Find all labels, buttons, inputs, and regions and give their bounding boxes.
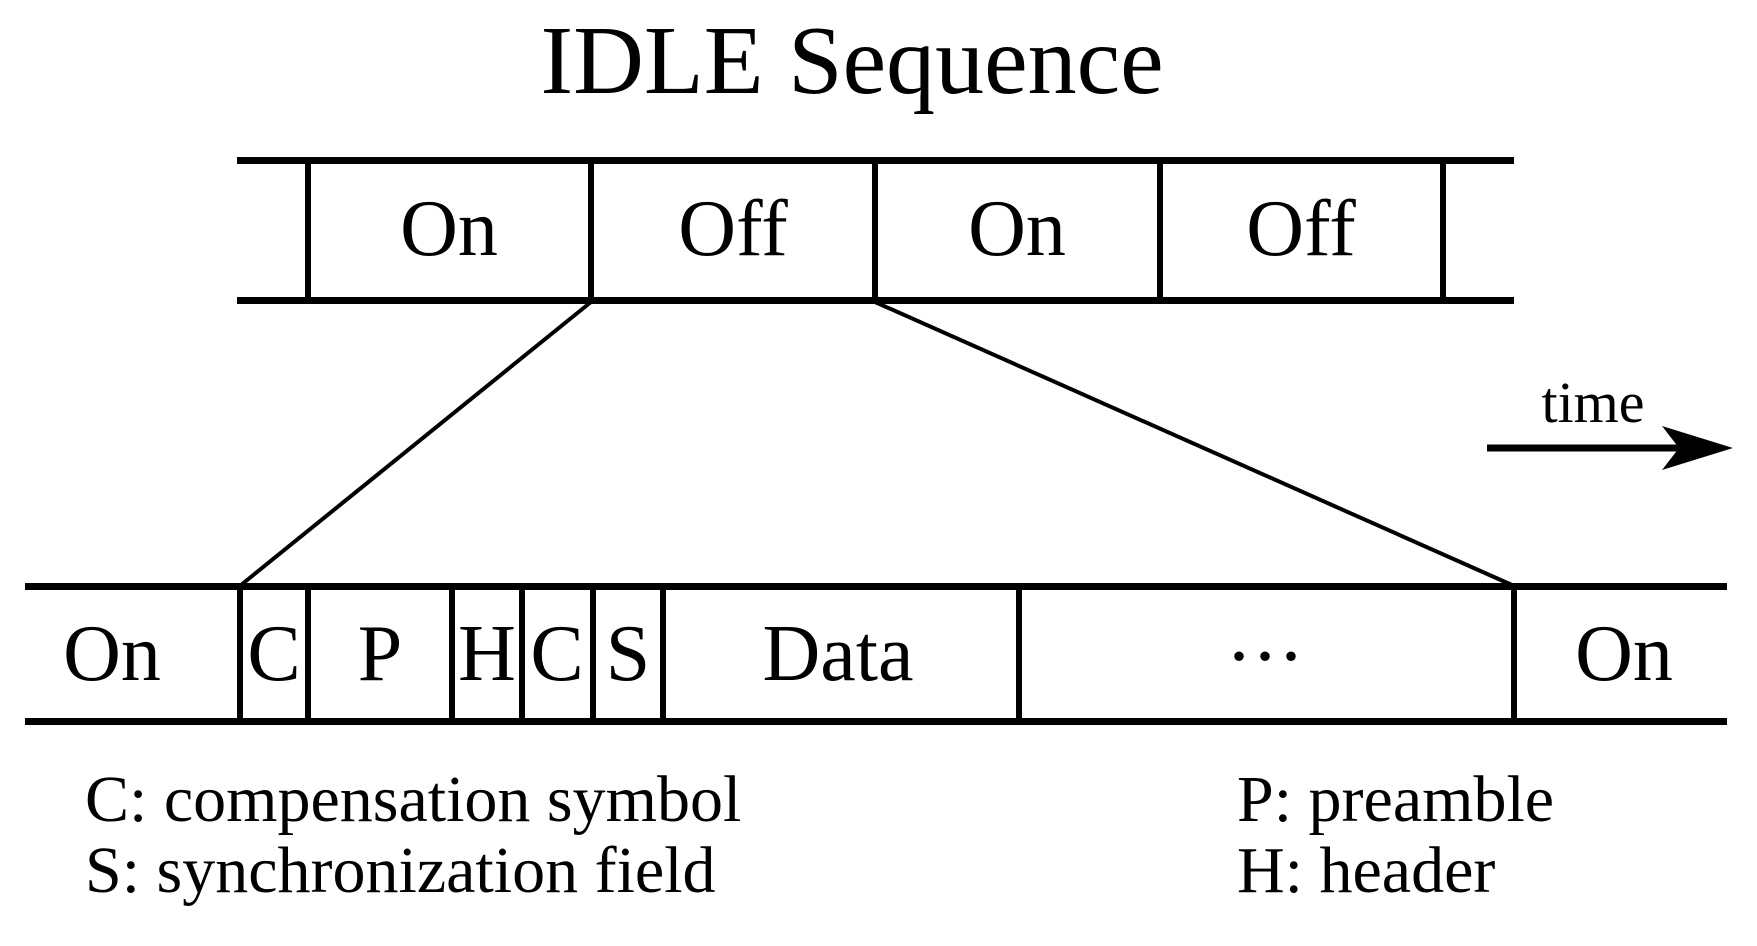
bottom-bar-segment-label: C (530, 610, 584, 698)
bottom-bar-ellipsis-label: ... (1229, 590, 1307, 678)
bottom-bar-segment-label: Data (762, 610, 914, 698)
bottom-bar-segment-label: S (605, 610, 651, 698)
legend-right-column: P: preamble H: header (1237, 764, 1554, 906)
top-bar-segment-label: Off (678, 185, 788, 273)
legend-entry: H: header (1237, 834, 1496, 907)
bottom-bar-segment-label: On (63, 610, 161, 698)
legend-left-column: C: compensation symbol S: synchronizatio… (85, 764, 741, 906)
zoom-line-right (874, 300, 1513, 587)
bottom-bar-segment-label: C (247, 610, 301, 698)
bottom-bar-segment-label: H (458, 610, 516, 698)
zoom-line-left (239, 300, 593, 587)
bottom-bar-segment-label: On (1575, 610, 1673, 698)
figure-title: IDLE Sequence (540, 7, 1164, 115)
legend-entry: P: preamble (1237, 763, 1555, 836)
top-bar-segment-label: On (968, 185, 1066, 273)
time-label: time (1541, 370, 1645, 435)
legend-entry: C: compensation symbol (85, 763, 742, 836)
legend-entry: S: synchronization field (85, 834, 716, 907)
bottom-bar-segment-label: P (357, 610, 403, 698)
top-bar-segment-label: Off (1246, 185, 1356, 273)
time-arrow-head (1662, 426, 1733, 470)
top-bar-segment-label: On (400, 185, 498, 273)
